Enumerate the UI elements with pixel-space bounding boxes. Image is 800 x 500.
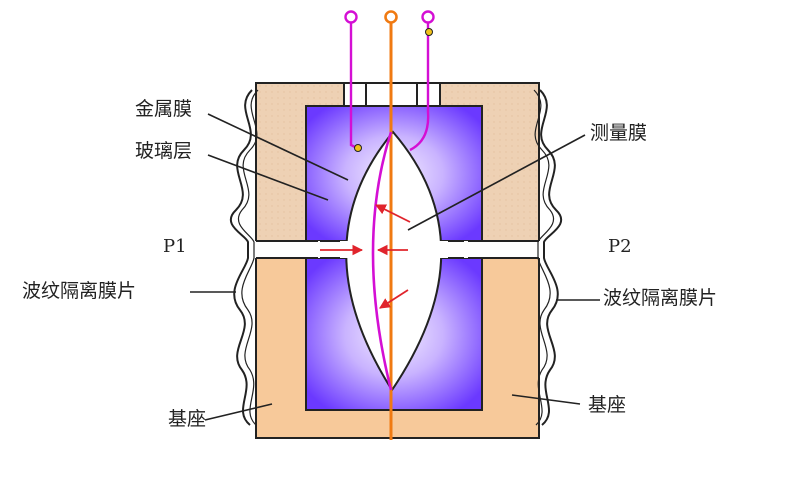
arrow-lower	[379, 289, 409, 309]
corrugated-right	[539, 89, 563, 426]
label-corrugated-right: 波纹隔离膜片	[603, 287, 718, 309]
terminal-left	[344, 10, 358, 24]
label-base-left: 基座	[168, 408, 207, 430]
label-p2: P2	[608, 236, 632, 257]
measuring-membrane	[371, 131, 393, 391]
terminal-dot-left	[354, 144, 362, 152]
label-metal-film: 金属膜	[135, 98, 193, 120]
label-glass-layer: 玻璃层	[135, 140, 193, 162]
leader-base-right	[511, 394, 581, 405]
arrow-upper	[375, 204, 411, 223]
label-corrugated-left: 波纹隔离膜片	[22, 280, 137, 302]
label-p1: P1	[163, 236, 187, 257]
right-lead	[409, 20, 430, 152]
terminal-right	[421, 10, 435, 24]
leader-metal-film	[207, 113, 349, 181]
terminal-center	[384, 10, 398, 24]
leader-glass-layer	[207, 154, 329, 201]
corrugated-left-inner	[237, 89, 259, 426]
label-measure-membrane: 测量膜	[590, 122, 648, 144]
label-base-right: 基座	[588, 394, 627, 416]
leader-base-left	[204, 403, 273, 421]
corrugated-right-inner	[533, 89, 555, 426]
leader-measure-membrane	[407, 134, 586, 231]
corrugated-left	[229, 89, 253, 426]
terminal-dot-right	[425, 28, 433, 36]
